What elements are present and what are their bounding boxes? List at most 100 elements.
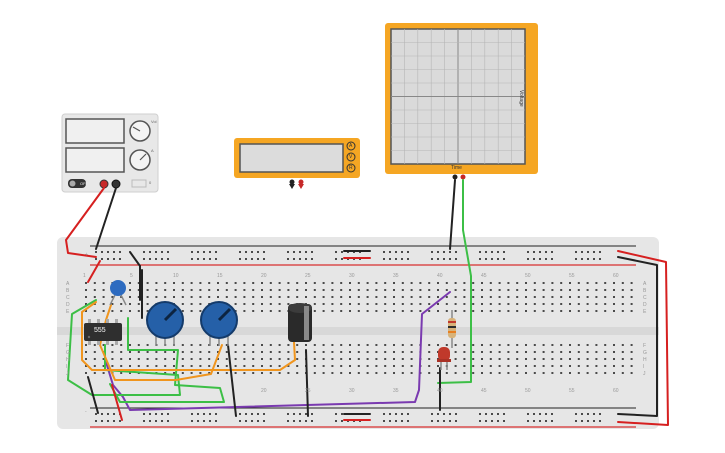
breadboard-hole[interactable]	[261, 282, 263, 284]
breadboard-hole[interactable]	[243, 358, 246, 360]
breadboard-hole[interactable]	[630, 344, 633, 346]
breadboard-hole[interactable]	[263, 258, 265, 260]
breadboard-hole[interactable]	[239, 420, 241, 422]
breadboard-hole[interactable]	[569, 289, 571, 291]
breadboard-hole[interactable]	[431, 258, 433, 260]
breadboard-hole[interactable]	[437, 258, 439, 260]
breadboard-hole[interactable]	[621, 372, 624, 374]
breadboard-hole[interactable]	[120, 344, 123, 346]
ceramic-capacitor[interactable]	[110, 280, 126, 296]
breadboard-hole[interactable]	[357, 365, 360, 367]
breadboard-hole[interactable]	[630, 303, 633, 305]
breadboard-hole[interactable]	[208, 351, 211, 353]
breadboard-hole[interactable]	[287, 365, 290, 367]
breadboard-hole[interactable]	[613, 296, 615, 298]
breadboard-hole[interactable]	[257, 413, 259, 415]
oscilloscope-probe-black[interactable]	[452, 174, 458, 180]
breadboard-hole[interactable]	[197, 420, 199, 422]
breadboard-hole[interactable]	[149, 258, 151, 260]
breadboard-hole[interactable]	[203, 420, 205, 422]
breadboard-hole[interactable]	[593, 251, 595, 253]
breadboard-hole[interactable]	[366, 296, 369, 298]
breadboard-hole[interactable]	[384, 303, 387, 305]
breadboard-hole[interactable]	[190, 303, 193, 305]
breadboard-hole[interactable]	[393, 365, 395, 367]
breadboard-hole[interactable]	[293, 258, 295, 260]
mode-button-a[interactable]	[346, 141, 356, 151]
breadboard-hole[interactable]	[278, 282, 281, 284]
breadboard-hole[interactable]	[225, 358, 228, 360]
breadboard-hole[interactable]	[331, 372, 334, 374]
breadboard-hole[interactable]	[190, 372, 193, 374]
breadboard-hole[interactable]	[604, 344, 607, 346]
breadboard-hole[interactable]	[146, 344, 149, 346]
breadboard-hole[interactable]	[472, 358, 475, 360]
breadboard-hole[interactable]	[287, 420, 289, 422]
breadboard-hole[interactable]	[613, 282, 615, 284]
breadboard-hole[interactable]	[366, 282, 369, 284]
breadboard-hole[interactable]	[245, 258, 247, 260]
breadboard-hole[interactable]	[401, 358, 404, 360]
breadboard-hole[interactable]	[161, 258, 163, 260]
breadboard-hole[interactable]	[419, 296, 422, 298]
breadboard-hole[interactable]	[129, 365, 131, 367]
wire-green-scope[interactable]	[437, 179, 472, 384]
breadboard-hole[interactable]	[278, 365, 281, 367]
breadboard-hole[interactable]	[575, 413, 577, 415]
breadboard-hole[interactable]	[299, 251, 301, 253]
breadboard-hole[interactable]	[393, 303, 395, 305]
breadboard-hole[interactable]	[375, 289, 378, 291]
breadboard-hole[interactable]	[542, 296, 545, 298]
wire-black-pot[interactable]	[227, 344, 237, 417]
breadboard-hole[interactable]	[479, 251, 481, 253]
breadboard-hole[interactable]	[143, 413, 145, 415]
breadboard-hole[interactable]	[190, 289, 193, 291]
breadboard-hole[interactable]	[586, 372, 589, 374]
breadboard-hole[interactable]	[208, 296, 211, 298]
breadboard-hole[interactable]	[507, 303, 510, 305]
breadboard-hole[interactable]	[322, 372, 325, 374]
breadboard-hole[interactable]	[498, 372, 501, 374]
breadboard-hole[interactable]	[507, 289, 510, 291]
breadboard-hole[interactable]	[313, 358, 316, 360]
breadboard-hole[interactable]	[161, 413, 163, 415]
breadboard-hole[interactable]	[516, 372, 519, 374]
breadboard-hole[interactable]	[155, 413, 157, 415]
breadboard-hole[interactable]	[181, 282, 184, 284]
breadboard-hole[interactable]	[85, 365, 87, 367]
breadboard-hole[interactable]	[331, 310, 334, 312]
breadboard-hole[interactable]	[383, 258, 385, 260]
mode-button-v[interactable]	[346, 152, 356, 162]
breadboard-hole[interactable]	[577, 351, 580, 353]
wire-green-pot[interactable]	[109, 317, 225, 403]
breadboard-hole[interactable]	[261, 296, 263, 298]
breadboard-hole[interactable]	[489, 372, 492, 374]
breadboard-hole[interactable]	[287, 296, 290, 298]
breadboard-hole[interactable]	[497, 413, 499, 415]
breadboard-hole[interactable]	[401, 296, 404, 298]
breadboard-hole[interactable]	[533, 344, 536, 346]
breadboard-hole[interactable]	[428, 372, 431, 374]
breadboard-hole[interactable]	[454, 344, 457, 346]
breadboard-hole[interactable]	[311, 420, 313, 422]
breadboard-hole[interactable]	[322, 310, 325, 312]
breadboard-hole[interactable]	[437, 420, 439, 422]
breadboard-hole[interactable]	[525, 344, 527, 346]
breadboard-hole[interactable]	[604, 296, 607, 298]
breadboard-hole[interactable]	[454, 310, 457, 312]
breadboard-hole[interactable]	[199, 282, 202, 284]
breadboard-hole[interactable]	[384, 372, 387, 374]
breadboard-hole[interactable]	[516, 296, 519, 298]
breadboard-hole[interactable]	[525, 282, 527, 284]
breadboard-hole[interactable]	[111, 303, 114, 305]
breadboard-hole[interactable]	[525, 289, 527, 291]
breadboard-hole[interactable]	[599, 258, 601, 260]
breadboard-hole[interactable]	[85, 282, 87, 284]
breadboard-hole[interactable]	[463, 344, 466, 346]
breadboard-hole[interactable]	[621, 296, 624, 298]
breadboard-hole[interactable]	[507, 358, 510, 360]
breadboard-hole[interactable]	[551, 303, 554, 305]
breadboard-hole[interactable]	[296, 351, 299, 353]
breadboard-hole[interactable]	[155, 365, 158, 367]
breadboard-hole[interactable]	[335, 413, 337, 415]
